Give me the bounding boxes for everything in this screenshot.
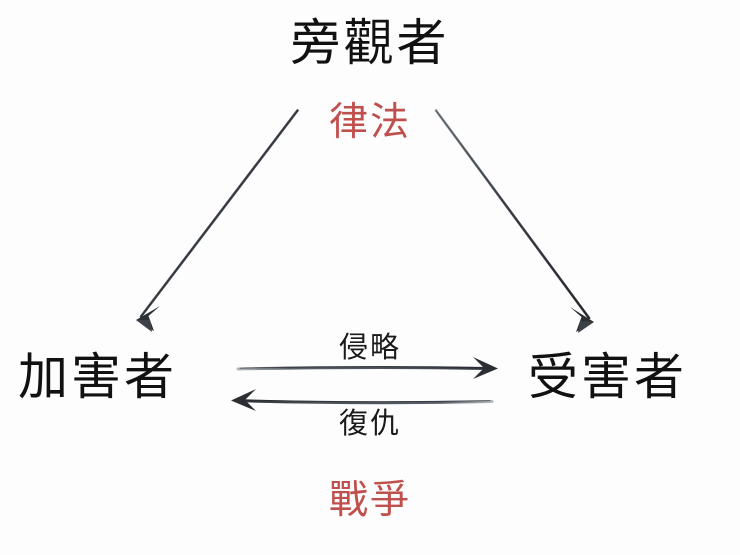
node-label-perpetrator: 加害者 xyxy=(18,348,177,406)
arrow-victim-to-perpetrator xyxy=(231,389,494,411)
accent-label-law: 律法 xyxy=(328,100,411,145)
edge-label-revenge: 復仇 xyxy=(338,406,401,440)
arrow-perpetrator-to-victim xyxy=(236,357,498,379)
arrow-bystander-to-victim xyxy=(434,109,594,333)
arrow-bystander-to-perpetrator xyxy=(136,109,299,332)
node-label-bystander: 旁觀者 xyxy=(290,14,450,72)
node-label-victim: 受害者 xyxy=(528,348,687,406)
accent-label-war: 戰爭 xyxy=(328,478,411,523)
edge-label-aggression: 侵略 xyxy=(338,330,401,364)
